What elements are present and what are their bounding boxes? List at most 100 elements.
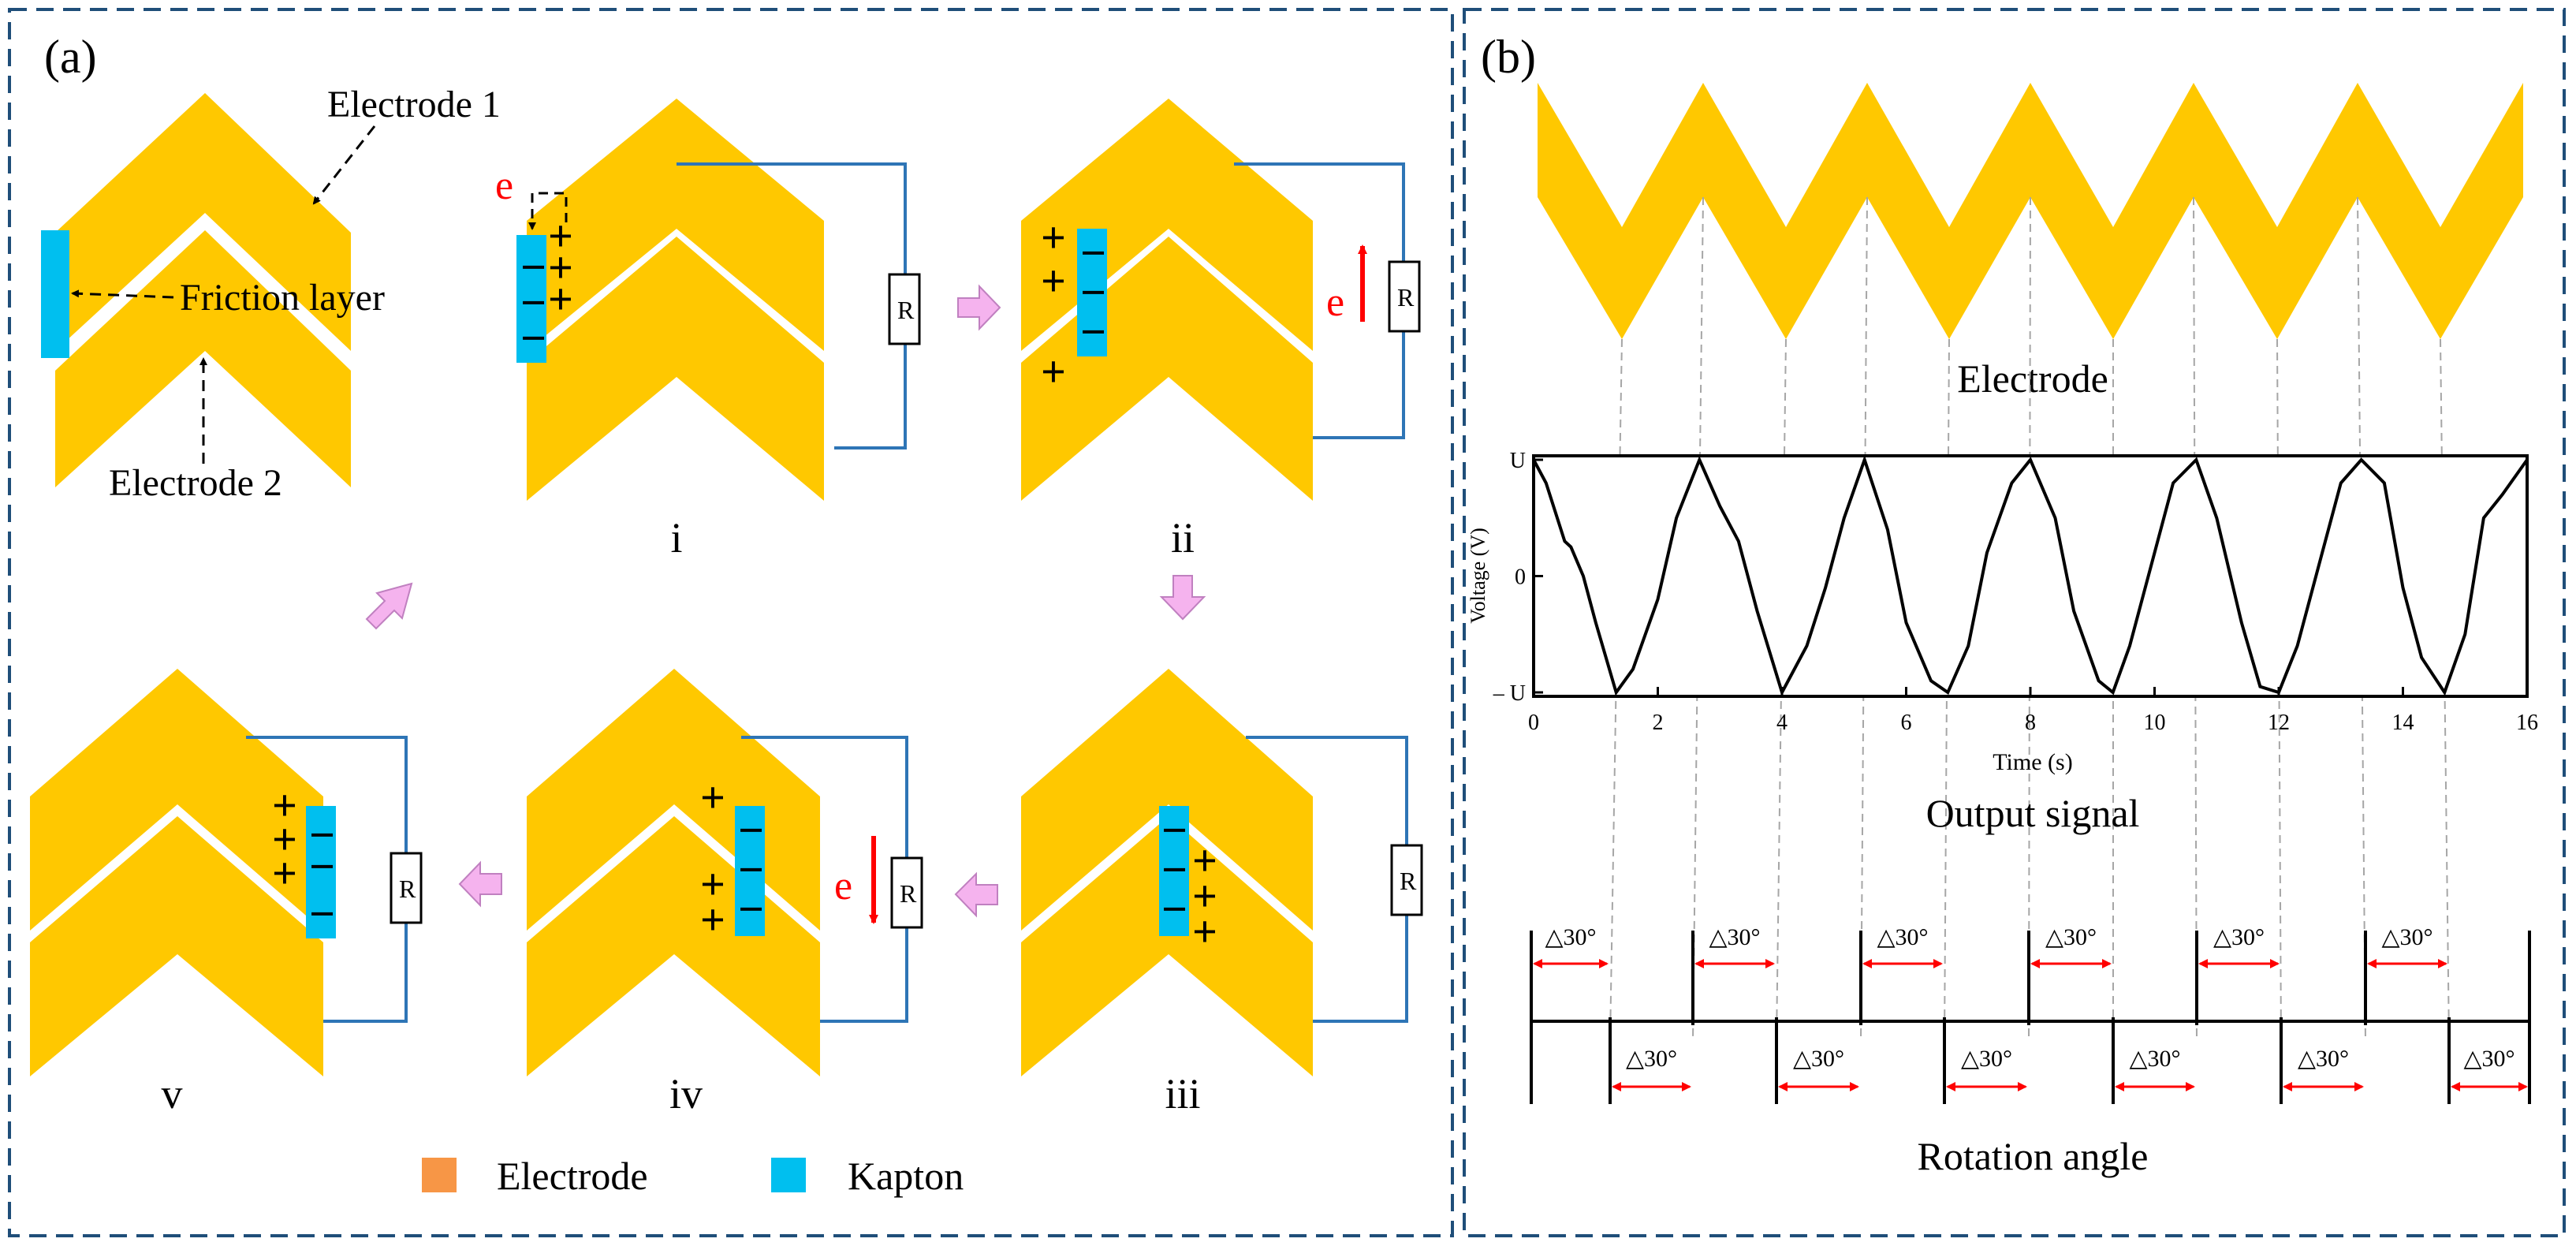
stage-iii: R − − − + + + iii xyxy=(1021,669,1423,1117)
flow-arrow-iii-to-iv xyxy=(954,871,998,918)
stage-i-kapton xyxy=(516,235,546,363)
overview-device: Electrode 1 Friction layer Electrode 2 xyxy=(41,84,501,504)
x-tick-label: 12 xyxy=(2268,711,2290,735)
stage-i: R − − − + + + e i xyxy=(495,99,921,561)
stage-ii-charge-plus-1: + xyxy=(1041,214,1066,263)
stage-iii-charge-plus-1: + xyxy=(1192,837,1217,886)
stage-iii-charge-minus-3: − xyxy=(1161,883,1187,934)
stage-v-charge-minus-2: − xyxy=(309,841,335,892)
stage-iv-charge-minus-1: − xyxy=(738,804,764,856)
stage-v-resistor-label: R xyxy=(399,875,416,903)
stage-i-electron-path xyxy=(528,192,568,230)
angle-label: △30° xyxy=(1793,1046,1844,1072)
legend-kapton-swatch xyxy=(771,1158,806,1192)
stage-iv-charge-plus-1: + xyxy=(700,774,725,823)
panel-b-label: (b) xyxy=(1481,31,1536,83)
stage-i-charge-plus-3: + xyxy=(548,275,573,324)
stage-iv-kapton xyxy=(735,806,765,936)
stage-iii-electrode-top xyxy=(1021,669,1313,931)
angle-label: △30° xyxy=(2213,924,2265,950)
stage-iv-resistor xyxy=(890,856,923,929)
stage-i-label: i xyxy=(670,514,682,561)
stage-v-charge-plus-1: + xyxy=(272,782,297,830)
legend-kapton-label: Kapton xyxy=(848,1154,964,1198)
chart-y-label: Voltage (V) xyxy=(1467,528,1489,624)
stage-ii-charge-minus-2: − xyxy=(1080,267,1106,318)
stage-v-kapton xyxy=(306,806,336,938)
stage-iii-kapton xyxy=(1159,806,1189,936)
rotation-angle-caption: Rotation angle xyxy=(1918,1134,2149,1178)
stage-iv-resistor-label: R xyxy=(900,879,917,908)
stage-iv-charge-plus-3: + xyxy=(700,896,725,945)
y-tick-label: 0 xyxy=(1515,565,1526,590)
stage-v-label: v xyxy=(162,1070,183,1117)
x-tick-label: 16 xyxy=(2516,711,2538,735)
flow-arrow-i-to-ii xyxy=(957,284,1001,331)
angle-label: △30° xyxy=(1961,1046,2012,1072)
angle-label: △30° xyxy=(1545,924,1596,950)
callout-electrode-2: Electrode 2 xyxy=(109,462,282,504)
panel-b-frame xyxy=(1463,8,2566,1237)
stage-i-electron-label: e xyxy=(495,163,513,208)
angle-label: △30° xyxy=(2129,1046,2180,1072)
chart-plot-area xyxy=(1532,454,2529,698)
stage-iii-charge-plus-3: + xyxy=(1192,908,1217,957)
stage-v-charge-minus-1: − xyxy=(309,809,335,860)
stage-ii-charge-plus-3: + xyxy=(1041,348,1066,397)
stage-ii-electron-label: e xyxy=(1326,280,1344,325)
stage-ii-resistor-label: R xyxy=(1397,283,1415,312)
stage-iv-charge-plus-2: + xyxy=(700,860,725,909)
stage-iii-resistor-label: R xyxy=(1400,867,1417,895)
stage-iii-resistor xyxy=(1390,844,1423,916)
chart-series-line xyxy=(1532,454,2529,697)
angle-label: △30° xyxy=(1626,1046,1677,1072)
stage-ii-resistor xyxy=(1388,260,1421,333)
flow-arrow-v-to-i xyxy=(365,582,413,630)
friction-layer xyxy=(41,230,69,358)
chart-x-label: Time (s) xyxy=(1993,749,2072,775)
x-tick-label: 8 xyxy=(2025,711,2036,735)
stage-i-resistor-label: R xyxy=(897,296,915,324)
stage-iv-label: iv xyxy=(669,1070,703,1117)
x-tick-label: 10 xyxy=(2144,711,2166,735)
callout-electrode-1: Electrode 1 xyxy=(327,84,501,125)
stage-i-resistor xyxy=(888,273,921,345)
stage-v-charge-plus-3: + xyxy=(272,849,297,898)
angle-label: △30° xyxy=(2045,924,2097,950)
angle-label: △30° xyxy=(1877,924,1928,950)
legend-electrode-label: Electrode xyxy=(497,1154,648,1198)
stage-i-electrode-bottom xyxy=(527,237,824,501)
stage-iii-charge-plus-2: + xyxy=(1192,872,1217,921)
rotation-angle-diagram: △30° △30° △30° △30° △30° △30° △30° △30° △30° △30°… xyxy=(1530,924,2531,1104)
stage-ii-label: ii xyxy=(1171,514,1195,561)
stage-v-charge-minus-3: − xyxy=(309,888,335,939)
stage-iii-charge-minus-2: − xyxy=(1161,844,1187,895)
stage-v-resistor xyxy=(390,852,423,924)
legend-electrode-swatch xyxy=(422,1158,457,1192)
stage-ii-charge-plus-2: + xyxy=(1041,257,1066,306)
stage-iii-charge-minus-1: − xyxy=(1161,804,1187,856)
stage-iv: R − − − + + + e iv xyxy=(527,669,923,1117)
stage-v: R − − − + + + v xyxy=(30,669,423,1117)
x-tick-label: 4 xyxy=(1776,711,1788,735)
panel-a-label: (a) xyxy=(44,31,97,83)
stage-i-electrode-top xyxy=(527,99,824,351)
stage-i-charge-minus-1: − xyxy=(520,241,546,293)
stage-ii-charge-minus-1: − xyxy=(1080,227,1106,278)
electrode-1 xyxy=(55,93,351,351)
stage-v-electrode-top xyxy=(30,669,323,931)
y-tick-label: – U xyxy=(1493,681,1526,706)
stage-iv-charge-minus-3: − xyxy=(738,883,764,934)
zigzag-electrode xyxy=(1538,83,2523,339)
angle-label: △30° xyxy=(2298,1046,2349,1072)
legend: Electrode Kapton xyxy=(422,1154,964,1198)
stage-i-charge-plus-1: + xyxy=(548,212,573,261)
callout-friction-layer: Friction layer xyxy=(180,277,385,319)
angle-label: △30° xyxy=(2381,924,2432,950)
electrode-caption: Electrode xyxy=(1957,356,2108,401)
stage-i-charge-minus-3: − xyxy=(520,312,546,364)
x-tick-label: 6 xyxy=(1901,711,1912,735)
